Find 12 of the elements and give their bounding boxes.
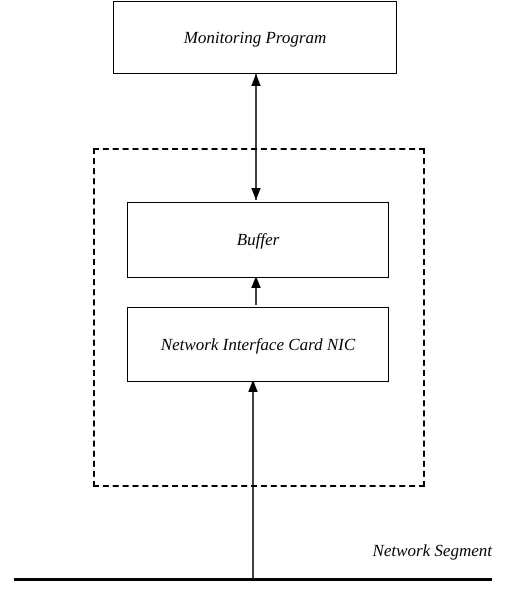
dashed-group-box xyxy=(93,148,425,487)
arrow xyxy=(248,380,258,578)
network-line xyxy=(14,578,492,581)
arrow xyxy=(251,74,261,200)
arrow xyxy=(251,276,261,305)
line-label: Network Segment xyxy=(372,540,492,562)
box-label: Buffer xyxy=(236,229,280,251)
process-box xyxy=(113,1,397,74)
process-box xyxy=(127,202,389,278)
box-label: Monitoring Program xyxy=(182,26,328,48)
box-label: Network Interface Card NIC xyxy=(160,334,356,356)
process-box xyxy=(127,307,389,382)
